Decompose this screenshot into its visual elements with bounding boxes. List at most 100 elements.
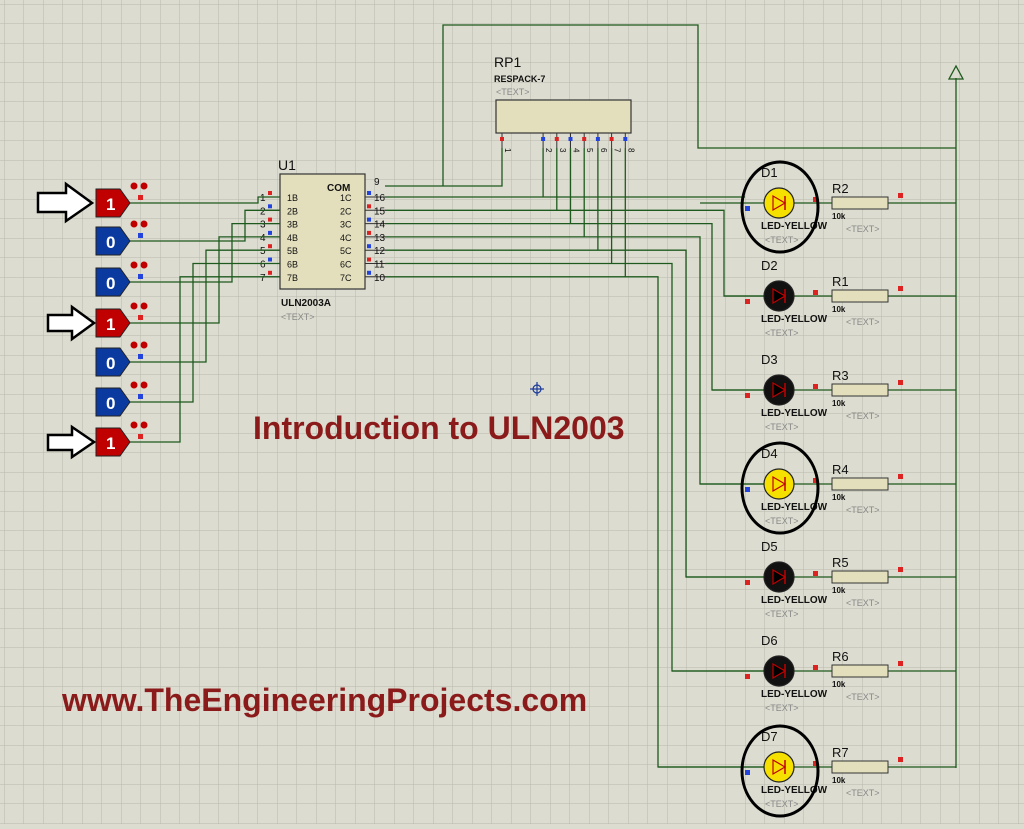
led-part: LED-YELLOW (761, 689, 828, 700)
logic-state-body (95, 308, 131, 338)
logic-inputs: 1 0 0 1 0 0 1 (95, 182, 148, 457)
ic-pin-number: 11 (374, 260, 385, 271)
wires (130, 24, 956, 768)
probe-dot (130, 182, 138, 190)
logic-state-input[interactable]: 0 (95, 381, 148, 417)
resistor-value: 10k (832, 586, 846, 595)
resistor-text: <TEXT> (846, 788, 880, 798)
logic-state-value: 0 (106, 233, 115, 252)
resistor-body (831, 760, 889, 774)
pin-state-marker (623, 137, 628, 141)
pin-state-marker (268, 257, 272, 262)
probe-dot (140, 220, 148, 228)
resistor-value: 10k (832, 305, 846, 314)
led-ref: D2 (761, 258, 778, 273)
ic-pin-label: 1B (287, 193, 298, 203)
ic-pin-number: 5 (260, 246, 266, 257)
diode-icon (772, 475, 787, 493)
ic-com-label: COM (327, 183, 350, 194)
respack-pin-number: 2 (544, 148, 553, 153)
pin-state-marker (367, 270, 371, 275)
ic-com-pin: 9 (374, 177, 380, 188)
arrow-icon (36, 181, 95, 224)
pin-state-marker (898, 757, 903, 762)
led-text: <TEXT> (765, 235, 799, 245)
resistor-text: <TEXT> (846, 598, 880, 608)
pin-state-marker (367, 230, 371, 235)
respack-pin-number: 1 (503, 148, 512, 153)
resistor-text: <TEXT> (846, 224, 880, 234)
resistor-text: <TEXT> (846, 505, 880, 515)
logic-state-input[interactable]: 1 (95, 182, 148, 218)
resistor-text: <TEXT> (846, 692, 880, 702)
arrow-icon (46, 304, 97, 342)
wire (385, 148, 503, 187)
pin-state-marker (813, 571, 818, 576)
resistor-body (831, 570, 889, 584)
resistor-ref: R3 (832, 368, 849, 383)
wire (130, 222, 280, 283)
ic-pin-number: 1 (260, 193, 266, 204)
pin-state-marker (582, 137, 587, 141)
respack-body[interactable] (495, 99, 632, 134)
probe-dot (140, 381, 148, 389)
logic-state-input[interactable]: 1 (95, 421, 148, 457)
diode-icon (772, 287, 787, 305)
led-ref: D6 (761, 633, 778, 648)
resistor-ref: R4 (832, 462, 849, 477)
ic-pin-label: 2C (340, 206, 352, 216)
pin-state-marker (138, 354, 143, 359)
ic-pin-label: 4B (287, 233, 298, 243)
resistor-ref: R5 (832, 555, 849, 570)
wire (385, 222, 764, 391)
led-part: LED-YELLOW (761, 785, 828, 796)
pin-state-marker (138, 315, 143, 320)
ic-pin-number: 13 (374, 233, 386, 244)
resistor-body (831, 289, 889, 303)
ic-pin-label: 5C (340, 246, 352, 256)
resistor-value: 10k (832, 680, 846, 689)
ic-pin-number: 12 (374, 246, 386, 257)
resistor-r5[interactable]: R5 10k<TEXT> (831, 555, 903, 608)
uln2003-chip[interactable] (279, 173, 366, 290)
pin-state-marker (268, 204, 272, 209)
pin-state-marker (609, 137, 614, 141)
pin-state-marker (541, 137, 546, 141)
logic-state-input[interactable]: 1 (95, 302, 148, 338)
led-text: <TEXT> (765, 516, 799, 526)
ic-pin-number: 10 (374, 273, 386, 284)
pin-state-marker (595, 137, 600, 141)
pin-state-marker (367, 217, 371, 222)
wire (385, 236, 764, 485)
pin-state-marker (268, 191, 272, 195)
probe-dot (130, 421, 138, 429)
logic-state-input[interactable]: 0 (95, 220, 148, 256)
probe-dot (130, 381, 138, 389)
power-terminal-icon[interactable] (947, 64, 965, 768)
pin-state-marker (500, 137, 504, 141)
diode-icon (772, 662, 787, 680)
respack-part: RESPACK-7 (494, 74, 545, 84)
logic-state-input[interactable]: 0 (95, 261, 148, 297)
logic-state-value: 0 (106, 354, 115, 373)
logic-state-input[interactable]: 0 (95, 341, 148, 377)
wire (130, 276, 280, 443)
resistor-value: 10k (832, 776, 846, 785)
ic-text: <TEXT> (281, 312, 315, 322)
led-text: <TEXT> (765, 422, 799, 432)
